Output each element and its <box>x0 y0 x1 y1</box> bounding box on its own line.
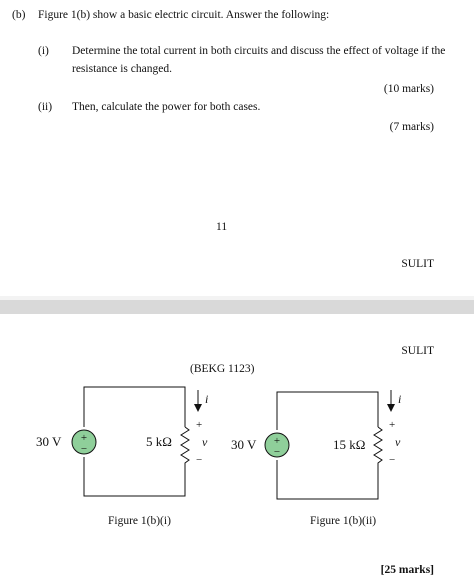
circuit-2-voltage-label: v <box>395 435 401 449</box>
circuit-1-wires <box>83 386 186 497</box>
circuit-1-source-plus: + <box>81 432 87 444</box>
part-text: Figure 1(b) show a basic electric circui… <box>38 9 330 21</box>
question-2-marks: (7 marks) <box>389 121 434 133</box>
course-code: (BEKG 1123) <box>190 363 255 375</box>
circuit-2-v-plus: + <box>389 419 395 431</box>
circuit-1-voltage-label: v <box>202 435 208 449</box>
circuit-1-caption: Figure 1(b)(i) <box>108 515 171 527</box>
question-2-text: Then, calculate the power for both cases… <box>72 101 261 113</box>
circuit-2-current-label: i <box>398 392 401 406</box>
total-marks: [25 marks] <box>380 564 434 576</box>
header-sulit: SULIT <box>401 345 434 357</box>
circuit-1: + − 30 V 5 kΩ i + v − Figure 1(b)(i) <box>36 386 208 527</box>
circuit-2-resistor-label: 15 kΩ <box>333 437 365 452</box>
part-label: (b) <box>12 9 26 21</box>
circuit-2-caption: Figure 1(b)(ii) <box>310 515 376 527</box>
circuit-2-resistor <box>373 426 383 465</box>
question-1-line-1: Determine the total current in both circ… <box>72 45 446 57</box>
question-2-label: (ii) <box>38 101 53 113</box>
question-1-marks: (10 marks) <box>383 83 434 95</box>
circuit-1-current-label: i <box>205 392 208 406</box>
question-1-line-2: resistance is changed. <box>72 63 172 75</box>
circuit-1-source-label: 30 V <box>36 434 62 449</box>
circuit-2-source-plus: + <box>274 435 280 447</box>
circuit-1-v-minus: − <box>196 454 202 466</box>
page-divider <box>0 296 474 314</box>
circuit-1-resistor <box>180 426 190 465</box>
circuit-2-v-minus: − <box>389 454 395 466</box>
question-1-label: (i) <box>38 45 49 57</box>
footer-sulit: SULIT <box>401 258 434 270</box>
circuit-1-voltage-source <box>71 429 97 455</box>
circuit-2-arrow-head <box>387 404 395 412</box>
circuit-1-source-minus: − <box>81 443 87 455</box>
circuit-1-v-plus: + <box>196 419 202 431</box>
circuit-2-voltage-source <box>264 432 290 458</box>
circuit-2-source-label: 30 V <box>231 437 257 452</box>
circuit-2: + − 30 V 15 kΩ i + v − Figure 1(b)(ii) <box>231 390 401 527</box>
circuit-2-source-minus: − <box>274 446 280 458</box>
page-number: 11 <box>216 221 228 233</box>
circuit-1-arrow-head <box>194 404 202 412</box>
circuit-1-resistor-label: 5 kΩ <box>146 434 172 449</box>
circuit-2-wires <box>276 391 379 500</box>
